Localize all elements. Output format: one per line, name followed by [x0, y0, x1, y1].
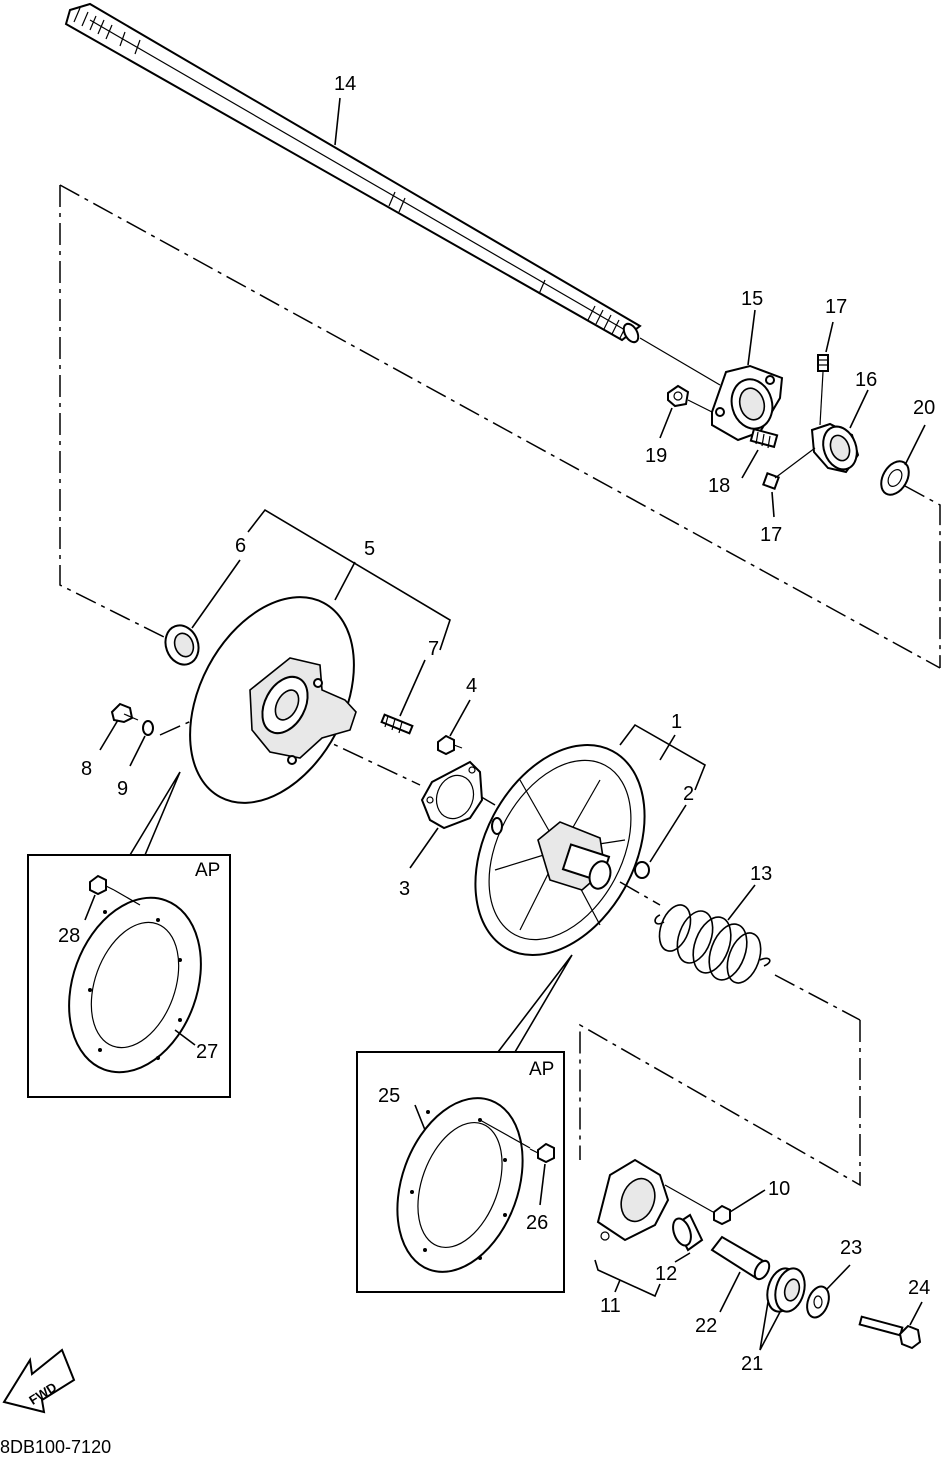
callout-17-upper: 17 [825, 296, 847, 318]
callout-4: 4 [466, 675, 477, 697]
callout-17-lower: 17 [760, 524, 782, 546]
callout-15: 15 [741, 288, 763, 310]
callout-20: 20 [913, 397, 935, 419]
ap-label-left: AP [195, 860, 220, 881]
roller-part-21[interactable] [763, 1265, 809, 1315]
bearing-housing-part-15[interactable] [711, 364, 784, 442]
friction-plate-part-25[interactable] [375, 1081, 546, 1290]
oil-seal-part-6[interactable] [160, 621, 204, 670]
bolt-part-18[interactable] [749, 427, 779, 449]
ap-label-right: AP [529, 1059, 554, 1080]
callout-12: 12 [655, 1263, 677, 1285]
callout-25: 25 [378, 1085, 400, 1107]
callout-10: 10 [768, 1178, 790, 1200]
nut-part-10[interactable] [713, 1204, 731, 1226]
callout-11: 11 [600, 1295, 621, 1317]
bolt-part-8[interactable] [110, 702, 139, 724]
stud-part-7[interactable] [380, 713, 414, 735]
friction-plate-part-27[interactable] [46, 879, 224, 1091]
callout-24: 24 [908, 1277, 930, 1299]
collar-part-22[interactable] [710, 1235, 772, 1282]
callout-8: 8 [81, 758, 92, 780]
bolt-part-19[interactable] [667, 384, 690, 408]
bearing-part-16[interactable] [810, 422, 863, 474]
washer-part-9[interactable] [142, 720, 154, 736]
screw-part-2[interactable] [634, 861, 650, 879]
callout-14: 14 [334, 73, 356, 95]
callout-7: 7 [428, 638, 439, 660]
callout-16: 16 [855, 369, 877, 391]
callout-22: 22 [695, 1315, 717, 1337]
callout-13: 13 [750, 863, 772, 885]
callout-6: 6 [235, 535, 246, 557]
plate-part-3[interactable] [420, 760, 484, 830]
callout-21: 21 [741, 1353, 763, 1375]
callout-28: 28 [58, 925, 80, 947]
cover-part-11[interactable] [596, 1158, 670, 1242]
callout-5: 5 [364, 538, 375, 560]
callout-9: 9 [117, 778, 128, 800]
washer-part-23[interactable] [803, 1284, 833, 1321]
bolt-part-28[interactable] [89, 874, 115, 896]
fwd-arrow [2, 1348, 76, 1414]
ap-box-left [27, 854, 231, 1098]
shaft-part-14[interactable] [64, 2, 642, 345]
bolt-part-24[interactable] [858, 1315, 922, 1350]
bushing-part-12[interactable] [670, 1213, 704, 1252]
spring-part-13[interactable] [654, 901, 771, 988]
callout-27: 27 [196, 1041, 218, 1063]
callout-1: 1 [671, 711, 682, 733]
bolt-part-26[interactable] [529, 1142, 555, 1164]
movable-sheave-part-1[interactable] [441, 716, 679, 984]
fixed-sheave-part-5[interactable] [157, 569, 387, 831]
callout-2: 2 [683, 783, 694, 805]
washer-part-20[interactable] [876, 456, 915, 499]
bolt-part-4[interactable] [437, 734, 463, 756]
grease-nipple-part-17-lower[interactable] [762, 472, 780, 490]
callout-18: 18 [708, 475, 730, 497]
callout-19: 19 [645, 445, 667, 467]
callout-23: 23 [840, 1237, 862, 1259]
grease-nipple-part-17-upper[interactable] [817, 354, 829, 372]
callout-3: 3 [399, 878, 410, 900]
ap-box-right [356, 1051, 565, 1293]
diagram-code: 8DB100-7120 [0, 1437, 111, 1457]
callout-26: 26 [526, 1212, 548, 1234]
